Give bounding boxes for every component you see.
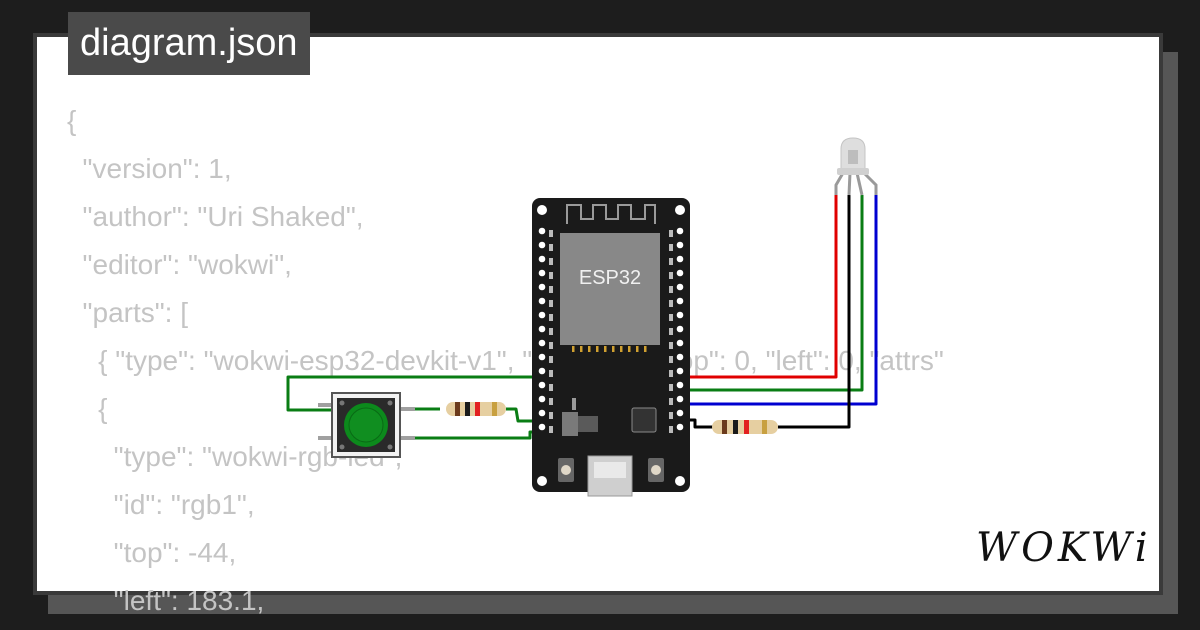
resistor-icon (446, 402, 506, 416)
wire-green-left-top (286, 375, 542, 412)
resistor-icon (712, 420, 778, 434)
code-line: { (67, 393, 108, 424)
usb-chip (631, 407, 657, 433)
esp32-board-icon[interactable]: ESP32 (532, 198, 690, 497)
code-line: { (67, 105, 77, 136)
code-line: "top": -44, (67, 537, 237, 568)
pin-headers (537, 205, 685, 486)
wire-green-left-bottom (415, 430, 542, 440)
wire-black-resistor-led (778, 195, 851, 429)
wire-green-right (682, 195, 864, 392)
esp32-module (560, 233, 660, 345)
code-line: "version": 1, (67, 153, 232, 184)
chip-label: ESP32 (579, 267, 641, 289)
code-line: "id": "rgb1", (67, 489, 255, 520)
wire-blue (682, 195, 878, 406)
code-line: "left": 183.1, (67, 585, 265, 616)
wokwi-logo-icon: WOKWi (976, 525, 1152, 571)
file-tab: diagram.json (68, 12, 310, 75)
code-line: "editor": "wokwi", (67, 249, 292, 280)
rgb-led-icon (834, 137, 878, 196)
code-line: "author": "Uri Shaked", (67, 201, 364, 232)
wire-red (682, 195, 838, 379)
code-line: "parts": [ (67, 297, 189, 328)
wire-green-resistor-board (506, 407, 542, 423)
pushbutton-icon[interactable] (318, 392, 415, 458)
voltage-regulator (562, 412, 578, 436)
